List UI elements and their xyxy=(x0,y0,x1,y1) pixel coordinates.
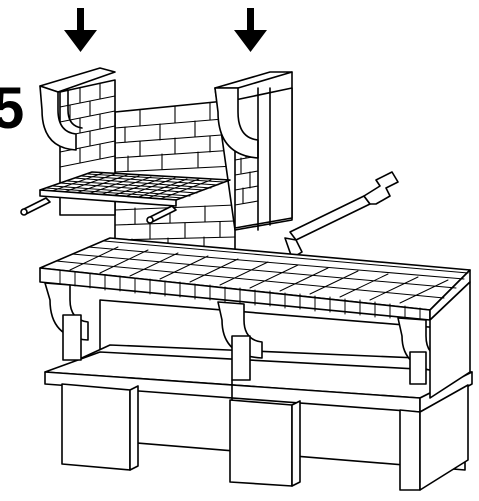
tiled-worktop xyxy=(39,237,471,321)
down-arrow-icon xyxy=(234,8,267,52)
bbq-tool xyxy=(284,171,399,259)
step-number: 5 xyxy=(0,76,25,141)
grill-grate xyxy=(20,171,231,224)
base-cabinet xyxy=(44,281,473,491)
brick-chimney xyxy=(39,67,293,269)
down-arrow-icon xyxy=(64,8,97,52)
